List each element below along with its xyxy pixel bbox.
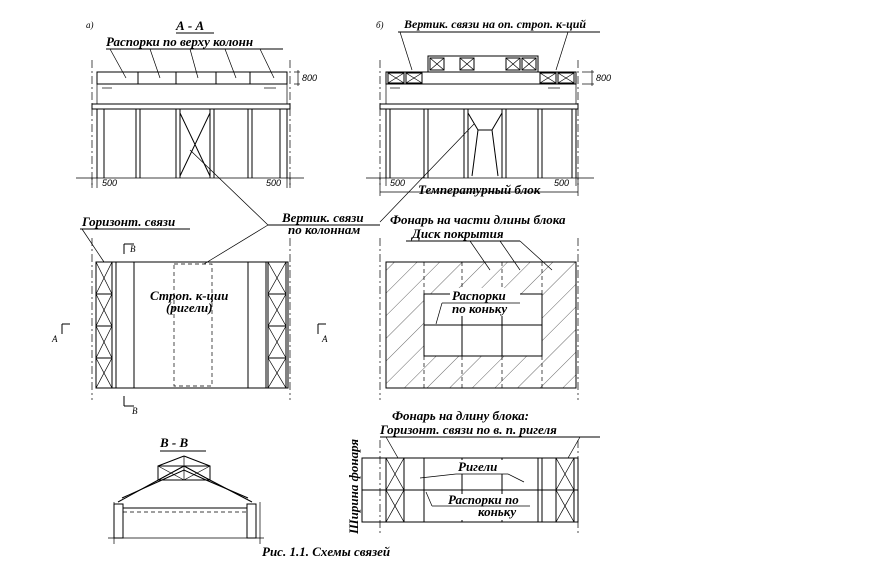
section-bb: B - B [108,435,264,544]
section-b-mark-top: B [130,244,136,254]
ridge-struts-label-line1: Распорки [452,288,506,303]
horiz-upper-chord-label: Горизонт. связи по в. п. ригеля [379,422,557,437]
plan-right-top: Фонарь на части длины блока Диск покрыти… [379,212,579,400]
vert-bracing-supports-label: Вертик. связи на оп. строп. к-ций [403,17,586,31]
section-b-mark-bottom: B [132,406,138,416]
dim-500-b-right: 500 [554,178,569,188]
trusses-label-line1: Строп. к-ции [150,288,228,303]
trusses-label-line2: (ригели) [166,300,213,315]
ridge-struts-bottom-line1: Распорки по [448,492,519,507]
lantern-width-label: Ширина фонаря [346,439,361,535]
vertical-bracing-callout: Вертик. связи по колоннам [189,123,475,265]
plan-left: Горизонт. связи Строп. к-ции (ригели) [51,214,328,416]
plan-right-bottom: Фонарь на длину блока: Горизонт. связи п… [346,408,600,536]
elevation-b: б) Вертик. связи на оп. строп. к-ций [366,17,611,197]
section-a-mark-right: A [321,334,328,344]
girders-label: Ригели [458,459,497,474]
section-a-mark-left: A [51,334,58,344]
panel-a-letter: a) [86,20,94,30]
elevation-a: a) А - А Распорки по верху колонн 800 [76,18,317,188]
struts-top-columns-label: Распорки по верху колонн [106,34,253,49]
ridge-struts-bottom-line2: коньку [478,504,516,519]
temperature-block-label: Температурный блок [418,182,541,197]
lantern-full-label: Фонарь на длину блока: [392,408,529,423]
dim-500-a-left: 500 [102,178,117,188]
vert-bracing-columns-line2: по колоннам [288,222,360,237]
figure-caption: Рис. 1.1. Схемы связей [262,544,390,559]
panel-b-letter: б) [376,20,384,30]
ridge-struts-label-line2: по коньку [452,301,507,316]
dim-800-b: 800 [596,73,611,83]
section-bb-title: B - B [159,435,189,450]
horiz-bracing-label: Горизонт. связи [81,214,175,229]
lantern-partial-label: Фонарь на части длины блока [390,212,566,227]
roof-disk-label: Диск покрытия [411,226,504,241]
dim-500-b-left: 500 [390,178,405,188]
dim-500-a-right: 500 [266,178,281,188]
vert-bracing-columns-line1: Вертик. связи [281,210,364,225]
dim-800-a: 800 [302,73,317,83]
section-aa-title: А - А [175,18,205,33]
